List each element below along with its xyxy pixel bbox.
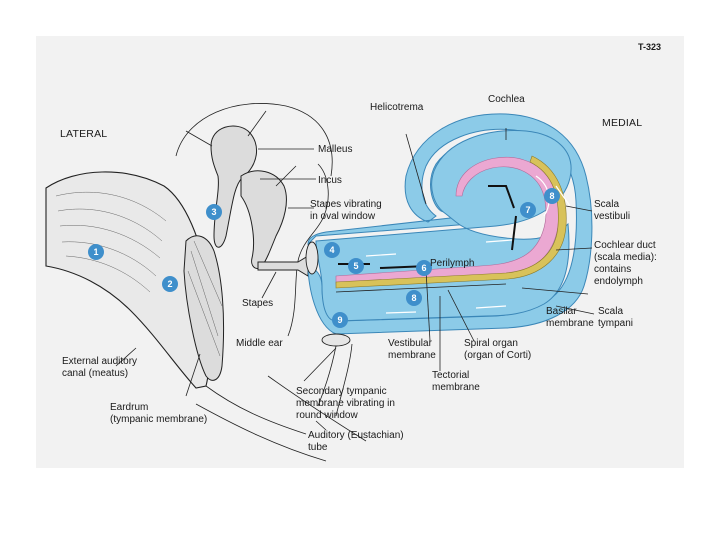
incus-shape <box>240 170 287 269</box>
cochlear-duct-label-2: (scala media): <box>594 252 657 263</box>
step-marker-1: 1 <box>88 244 104 260</box>
vestibular-membrane-label-1: Vestibular <box>388 338 433 349</box>
scala-vestibuli-label-2: vestibuli <box>594 211 630 222</box>
ossicle-ligaments <box>185 110 297 187</box>
svg-text:8: 8 <box>411 293 416 303</box>
medial-label: MEDIAL <box>602 117 642 129</box>
tectorial-membrane-label-1: Tectorial <box>432 370 469 381</box>
secondary-membrane-label-1: Secondary tympanic <box>296 386 387 397</box>
scala-tympani-label-1: Scala <box>598 306 623 317</box>
external-canal-label-2: canal (meatus) <box>62 368 128 379</box>
eardrum-shading <box>187 240 223 357</box>
step-marker-7: 7 <box>520 202 536 218</box>
ear-diagram-panel: 1 2 3 4 5 6 7 8 8 9 T-323 LATERAL MEDIAL… <box>36 36 684 468</box>
skull-contour <box>175 103 367 462</box>
secondary-membrane-label-2: membrane vibrating in <box>296 398 395 409</box>
scala-tympani-label-2: tympani <box>598 318 633 329</box>
tectorial-membrane-label-2: membrane <box>432 382 480 393</box>
malleus-label: Malleus <box>318 144 352 155</box>
incus-label: Incus <box>318 175 342 186</box>
oval-window <box>305 241 319 275</box>
cochlear-duct-label-1: Cochlear duct <box>594 240 656 251</box>
svg-text:6: 6 <box>421 263 426 273</box>
lateral-label: LATERAL <box>60 128 107 140</box>
figure-code: T-323 <box>638 42 661 52</box>
auditory-tube-label-1: Auditory (Eustachian) <box>308 430 404 441</box>
cochlea-label: Cochlea <box>488 94 525 105</box>
step-marker-4: 4 <box>324 242 340 258</box>
eardrum-label-1: Eardrum <box>110 402 148 413</box>
leader-lines <box>115 128 595 431</box>
round-window <box>321 333 351 347</box>
middle-ear-wall <box>287 163 329 337</box>
svg-text:9: 9 <box>337 315 342 325</box>
step-marker-2: 2 <box>162 276 178 292</box>
svg-text:5: 5 <box>353 261 358 271</box>
svg-text:2: 2 <box>167 279 172 289</box>
auditory-tube-outline <box>317 343 353 417</box>
svg-text:7: 7 <box>525 205 530 215</box>
helicotrema-label: Helicotrema <box>370 102 424 113</box>
basilar-membrane <box>335 155 567 289</box>
svg-text:4: 4 <box>329 245 334 255</box>
scala-vestibuli-label-1: Scala <box>594 199 619 210</box>
eardrum-label-2: (tympanic membrane) <box>110 414 207 425</box>
step-markers: 1 2 3 4 5 6 7 8 8 9 <box>88 188 560 328</box>
eardrum-shape <box>183 235 225 381</box>
cochlear-duct-label-4: endolymph <box>594 276 643 287</box>
svg-text:8: 8 <box>549 191 554 201</box>
ear-diagram: 1 2 3 4 5 6 7 8 8 9 T-323 LATERAL MEDIAL… <box>45 42 661 462</box>
step-marker-5: 5 <box>348 258 364 274</box>
stapes-vibrating-label-1: Stapes vibrating <box>310 199 382 210</box>
spiral-organ-label-1: Spiral organ <box>464 338 518 349</box>
basilar-membrane-label-1: Basilar <box>546 306 577 317</box>
middle-ear-label: Middle ear <box>236 338 283 349</box>
outer-ear-shading <box>55 191 167 293</box>
auditory-tube-label-2: tube <box>308 442 328 453</box>
svg-text:3: 3 <box>211 207 216 217</box>
vestibular-membrane-label-2: membrane <box>388 350 436 361</box>
perilymph-label: Perilymph <box>430 258 474 269</box>
stapes-label: Stapes <box>242 298 273 309</box>
basilar-membrane-label-2: membrane <box>546 318 594 329</box>
step-marker-3: 3 <box>206 204 222 220</box>
tectorial-membrane-line <box>335 283 507 293</box>
external-canal-label-1: External auditory <box>62 356 137 367</box>
malleus-shape <box>210 125 257 248</box>
step-marker-9: 9 <box>332 312 348 328</box>
svg-text:1: 1 <box>93 247 98 257</box>
stapes-vibrating-label-2: in oval window <box>310 211 376 222</box>
secondary-membrane-label-3: round window <box>296 410 358 421</box>
spiral-organ-label-2: (organ of Corti) <box>464 350 531 361</box>
step-marker-8a: 8 <box>544 188 560 204</box>
cochlear-duct-label-3: contains <box>594 264 631 275</box>
step-marker-6: 6 <box>416 260 432 276</box>
step-marker-8b: 8 <box>406 290 422 306</box>
